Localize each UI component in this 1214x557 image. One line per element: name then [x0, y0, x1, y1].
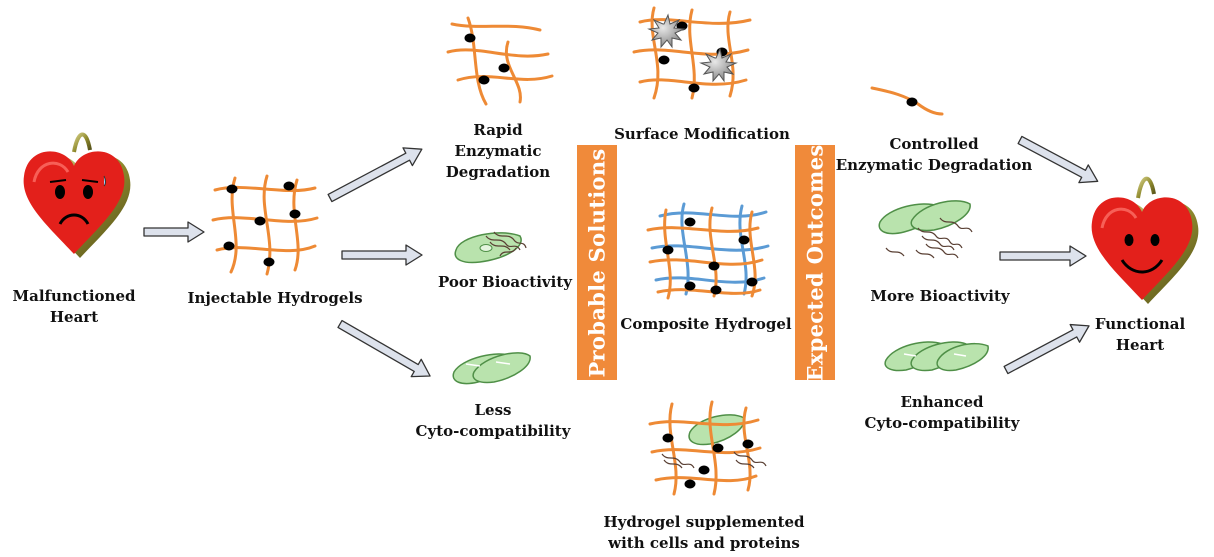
- hydrogel-network-icon: [211, 174, 319, 276]
- degraded-fibers-icon: [446, 16, 554, 106]
- enhanced-cytocompatibility-label: Enhanced Cyto-compatibility: [864, 393, 1020, 432]
- bioactive-cells-icon: [878, 200, 973, 259]
- probable-solutions-banner: Probable Solutions: [577, 145, 617, 380]
- expected-outcomes-text: Expected Outcomes: [802, 144, 828, 381]
- arrow-icon: [143, 135, 1099, 378]
- controlled-degradation-fiber-icon: [870, 86, 944, 116]
- happy-heart-icon: [1091, 176, 1199, 304]
- surface-modification-label: Surface Modification: [614, 125, 790, 143]
- nanoparticle-icon: [647, 13, 738, 83]
- composite-hydrogel-label: Composite Hydrogel: [620, 315, 792, 333]
- supplemented-network-icon: [648, 400, 767, 496]
- less-cytocompatibility-label: Less Cyto-compatibility: [415, 401, 571, 440]
- enhanced-cells-icon: [884, 341, 989, 372]
- cell-cluster-icon: [452, 352, 531, 385]
- poor-bioactivity-label: Poor Bioactivity: [438, 273, 572, 291]
- hydrogel-supplemented-label: Hydrogel supplemented with cells and pro…: [603, 513, 805, 552]
- composite-network-icon: [646, 202, 770, 300]
- more-bioactivity-label: More Bioactivity: [870, 287, 1010, 305]
- probable-solutions-text: Probable Solutions: [584, 147, 610, 378]
- expected-outcomes-banner: Expected Outcomes: [795, 144, 835, 381]
- surface-modified-network-icon: [632, 6, 752, 100]
- malfunctioned-heart-label: Malfunctioned Heart: [12, 287, 136, 326]
- protein-icon: [485, 231, 527, 257]
- sad-heart-icon: [23, 132, 131, 258]
- injectable-hydrogels-label: Injectable Hydrogels: [187, 289, 363, 307]
- controlled-degradation-label: Controlled Enzymatic Degradation: [835, 135, 1033, 174]
- functional-heart-label: Functional Heart: [1094, 315, 1186, 354]
- rapid-degradation-label: Rapid Enzymatic Degradation: [445, 121, 551, 181]
